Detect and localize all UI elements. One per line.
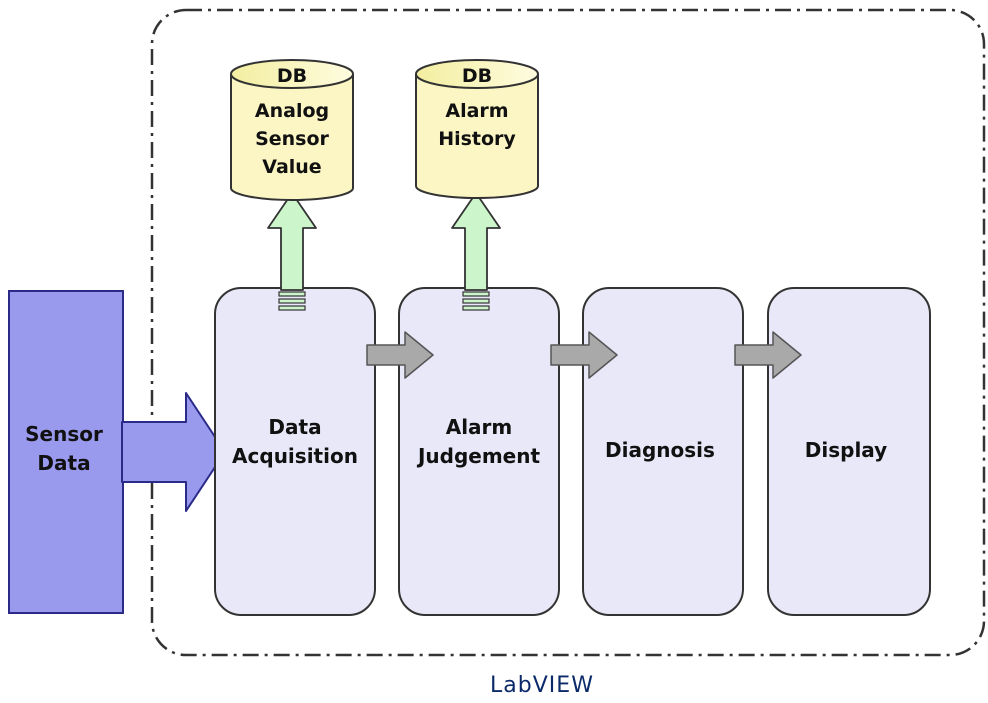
flow-arrow-acquisition-to-judgement [366, 331, 434, 379]
db-analog-line3: Sensor [255, 128, 329, 150]
labview-container [150, 8, 986, 657]
process-label-diagnosis: Diagnosis [605, 438, 715, 462]
up-arrow-base-stripe [462, 305, 490, 311]
up-arrow-base-stripe [278, 298, 306, 304]
db-analog-line1: DB [277, 65, 307, 87]
sensor-data-block [8, 290, 124, 614]
database-alarm-history [415, 59, 539, 199]
up-arrow-to-analog-db [267, 192, 317, 291]
up-arrow-to-alarm-db [451, 192, 501, 291]
flow-arrow-diagnosis-to-display [734, 331, 802, 379]
process-label-display: Display [805, 438, 887, 462]
sensor-data-label-line1: Sensor [25, 422, 103, 446]
flow-arrow-judgement-to-diagnosis [550, 331, 618, 379]
up-arrow-base-stripe [462, 291, 490, 297]
process-label-acquisition-line1: Data [268, 415, 321, 439]
db-alarm-line2: Alarm [445, 100, 508, 122]
process-box-diagnosis [582, 287, 744, 616]
process-label-judgement-line2: Judgement [416, 444, 541, 468]
db-alarm-line3: History [438, 128, 516, 150]
db-analog-line4: Value [262, 156, 321, 178]
up-arrow-base-stripe [278, 291, 306, 297]
sensor-to-acquisition-arrow [121, 392, 226, 512]
sensor-data-label-line2: Data [37, 451, 90, 475]
database-analog-sensor-value [230, 59, 354, 201]
db-analog-line2: Analog [255, 100, 329, 122]
labview-label: LabVIEW [490, 673, 594, 698]
process-box-display [767, 287, 931, 616]
up-arrow-base-stripe [278, 305, 306, 311]
db-alarm-line1: DB [462, 65, 492, 87]
up-arrow-base-stripe [462, 298, 490, 304]
process-label-acquisition-line2: Acquisition [232, 444, 358, 468]
process-label-judgement-line1: Alarm [446, 415, 513, 439]
